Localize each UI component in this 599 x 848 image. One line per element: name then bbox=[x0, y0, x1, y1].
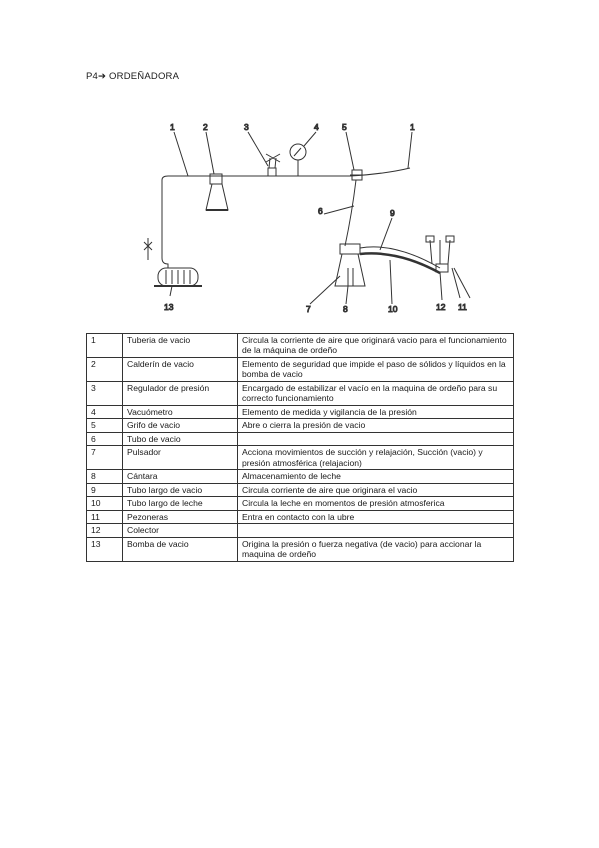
label-3: 3 bbox=[244, 122, 249, 132]
page-heading: P4➔ ORDEÑADORA bbox=[86, 71, 179, 82]
row-description: Almacenamiento de leche bbox=[237, 469, 514, 484]
heading-title: ORDEÑADORA bbox=[106, 71, 180, 82]
milk-bucket bbox=[334, 243, 366, 287]
row-part-name: Tubo largo de vacio bbox=[122, 482, 238, 498]
row-part-name: Tubo de vacio bbox=[122, 431, 238, 447]
row-description: Origina la presión o fuerza negativa (de… bbox=[237, 536, 514, 562]
row-description: Encargado de estabilizar el vacío en la … bbox=[237, 380, 514, 406]
label-7: 7 bbox=[306, 304, 311, 314]
row-number: 5 bbox=[86, 418, 123, 433]
label-13: 13 bbox=[164, 302, 174, 312]
pressure-regulator bbox=[265, 153, 281, 177]
vacuum-gauge bbox=[289, 143, 307, 176]
row-part-name: Regulador de presión bbox=[122, 380, 238, 406]
row-part-name: Cántara bbox=[122, 469, 238, 484]
row-description bbox=[237, 431, 514, 447]
row-number: 8 bbox=[86, 469, 123, 484]
milking-machine-diagram: 1 2 3 4 5 1 6 9 7 8 10 12 11 13 bbox=[143, 122, 471, 315]
milking-cluster bbox=[425, 235, 455, 273]
row-description: Elemento de medida y vigilancia de la pr… bbox=[237, 404, 514, 420]
row-description: Abre o cierra la presión de vacio bbox=[237, 418, 514, 433]
vacuum-tap bbox=[350, 169, 364, 181]
row-number: 11 bbox=[86, 509, 123, 525]
arrow-icon: ➔ bbox=[98, 71, 107, 82]
row-part-name: Tubo largo de leche bbox=[122, 496, 238, 511]
vacuum-pump bbox=[143, 238, 202, 287]
pump-pipe bbox=[161, 180, 169, 268]
label-4: 4 bbox=[314, 122, 319, 132]
heading-prefix: P4 bbox=[86, 71, 99, 82]
row-number: 6 bbox=[86, 431, 123, 447]
vacuum-tank bbox=[205, 173, 229, 211]
row-part-name: Colector bbox=[122, 523, 238, 538]
row-part-name: Tuberia de vacio bbox=[122, 333, 238, 358]
label-5: 5 bbox=[342, 122, 347, 132]
label-9: 9 bbox=[390, 208, 395, 218]
row-description: Entra en contacto con la ubre bbox=[237, 509, 514, 525]
row-description: Acciona movimientos de succión y relajac… bbox=[237, 445, 514, 471]
label-1: 1 bbox=[170, 122, 175, 132]
row-part-name: Pezoneras bbox=[122, 509, 238, 525]
row-number: 12 bbox=[86, 523, 123, 538]
row-number: 9 bbox=[86, 482, 123, 498]
row-description bbox=[237, 523, 514, 538]
row-part-name: Pulsador bbox=[122, 445, 238, 471]
row-description: Elemento de seguridad que impide el paso… bbox=[237, 356, 514, 382]
row-number: 1 bbox=[86, 333, 123, 358]
vacuum-pipeline bbox=[161, 167, 411, 181]
label-12: 12 bbox=[436, 302, 446, 312]
row-part-name: Calderín de vacio bbox=[122, 356, 238, 382]
label-10: 10 bbox=[388, 304, 398, 314]
row-description: Circula la corriente de aire que origina… bbox=[237, 333, 514, 358]
row-part-name: Bomba de vacio bbox=[122, 536, 238, 562]
long-milk-tube bbox=[359, 252, 441, 275]
row-number: 13 bbox=[86, 536, 123, 562]
leader-lines bbox=[169, 131, 471, 305]
row-part-name: Vacuómetro bbox=[122, 404, 238, 420]
label-11: 11 bbox=[458, 302, 467, 312]
row-number: 3 bbox=[86, 380, 123, 406]
row-number: 7 bbox=[86, 445, 123, 471]
row-description: Circula corriente de aire que originara … bbox=[237, 482, 514, 498]
long-vacuum-tube bbox=[359, 246, 441, 269]
row-number: 4 bbox=[86, 404, 123, 420]
row-description: Circula la leche en momentos de presión … bbox=[237, 496, 514, 511]
row-number: 10 bbox=[86, 496, 123, 511]
label-1-right: 1 bbox=[410, 122, 415, 132]
row-number: 2 bbox=[86, 356, 123, 382]
label-8: 8 bbox=[343, 304, 348, 314]
label-6: 6 bbox=[318, 206, 323, 216]
row-part-name: Grifo de vacio bbox=[122, 418, 238, 433]
label-2: 2 bbox=[203, 122, 208, 132]
vacuum-tube bbox=[344, 179, 357, 247]
